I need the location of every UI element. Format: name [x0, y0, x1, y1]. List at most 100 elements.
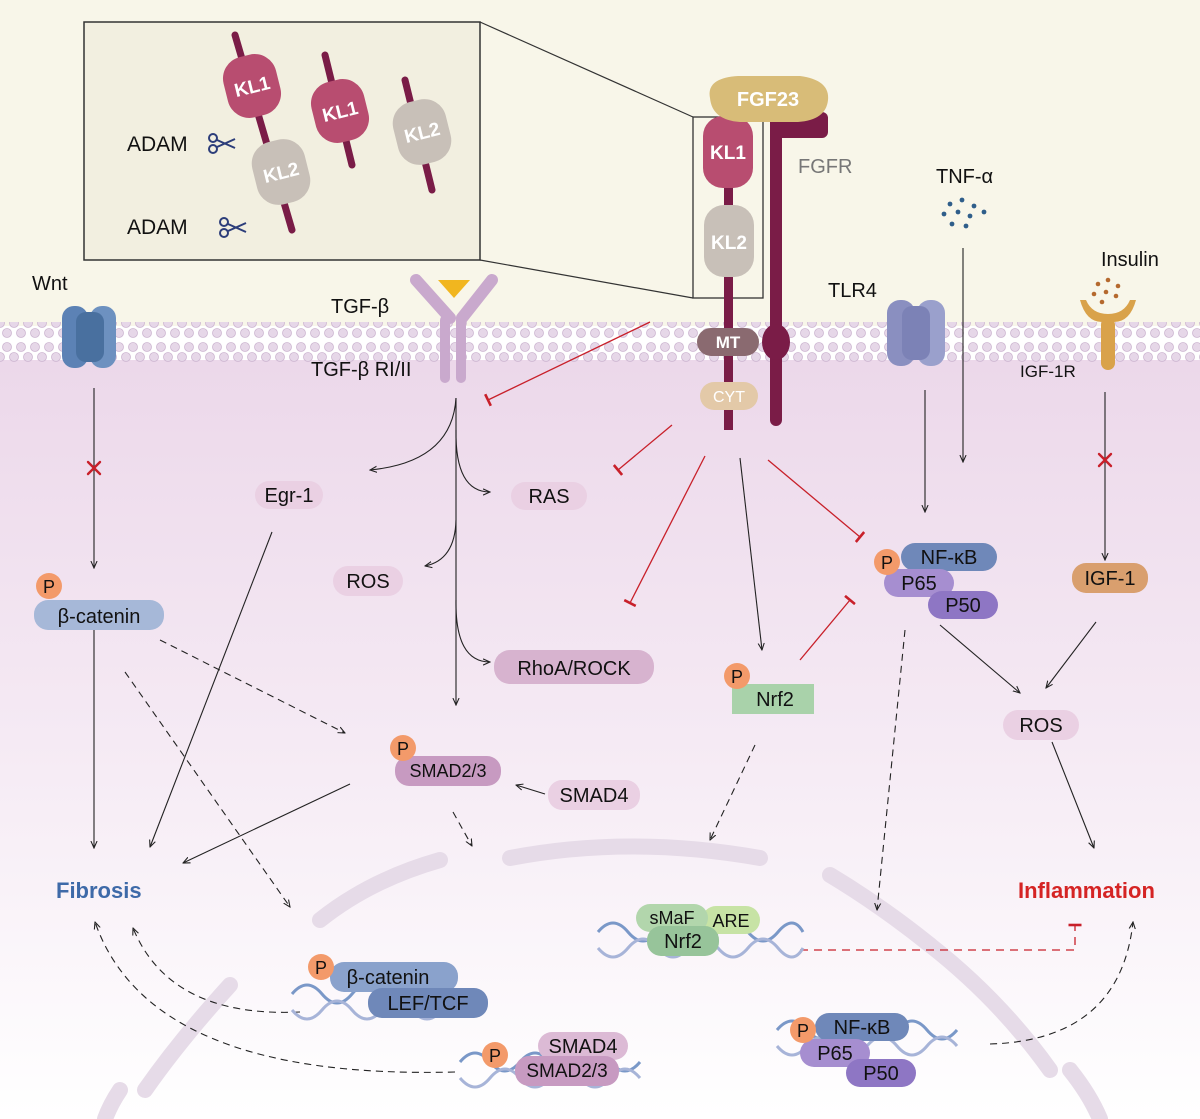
nfkb-nuclear-node — [815, 1013, 909, 1041]
beta-catenin-nuclear-label: β-catenin — [347, 967, 430, 989]
tgfb-receptor: TGF-β TGF-β RI/II — [311, 274, 498, 383]
p65-nuclear-node — [800, 1039, 870, 1067]
nrf2-nuclear-label: Nrf2 — [664, 931, 702, 953]
are-label: ARE — [712, 911, 749, 931]
igf1r-receptor: Insulin IGF-1R — [1020, 249, 1159, 381]
beta-catenin-label: β-catenin — [58, 606, 141, 628]
phospho-badge — [724, 663, 750, 689]
p65-nuclear-label: P65 — [817, 1043, 853, 1065]
rhoa-rock-node — [494, 650, 654, 684]
lef-tcf-node — [368, 988, 488, 1018]
egr1-node — [255, 481, 323, 509]
ros-label-right: ROS — [1019, 715, 1062, 737]
phospho-badge — [308, 954, 334, 980]
cyt-label: CYT — [713, 389, 745, 406]
inset-kl1-domain-a — [222, 54, 282, 118]
adam-label-top: ADAM — [127, 133, 188, 156]
smad23-node — [395, 756, 501, 786]
adam-label-bottom: ADAM — [127, 216, 188, 239]
cyt-domain — [700, 382, 758, 410]
indirect-arrows — [95, 629, 1133, 1073]
wnt-receptor: Wnt — [32, 273, 116, 368]
ros-node-right — [1003, 710, 1079, 740]
tnfa-dots-icon — [941, 197, 987, 229]
fgfr-label: FGFR — [798, 156, 852, 178]
phospho-badge — [390, 735, 416, 761]
egr1-label: Egr-1 — [265, 485, 314, 507]
igf1r-label: IGF-1R — [1020, 362, 1076, 381]
kl2-label: KL2 — [711, 233, 747, 254]
wnt-label: Wnt — [32, 273, 68, 295]
inhibition-arrows — [484, 321, 1082, 951]
nucleus-complexes: ARE sMaF Nrf2 β-catenin P LEF/TCF SMAD4 … — [308, 904, 916, 1087]
ras-label: RAS — [528, 486, 569, 508]
nrf2-label: Nrf2 — [756, 689, 794, 711]
insulin-dots-icon — [1091, 277, 1121, 305]
smad4-nuclear-label: SMAD4 — [549, 1036, 618, 1058]
beta-catenin-nuclear-node — [330, 962, 458, 992]
rhoa-rock-label: RhoA/ROCK — [517, 658, 631, 680]
phospho-label: P — [43, 577, 55, 597]
igf1-label: IGF-1 — [1084, 568, 1135, 590]
tlr4-receptor: TLR4 — [828, 280, 945, 366]
inset-kl1-domain-b — [310, 79, 370, 143]
phospho-label: P — [881, 553, 893, 573]
insulin-label: Insulin — [1101, 249, 1159, 271]
scissors-icon — [219, 217, 247, 238]
ros-label-left: ROS — [346, 571, 389, 593]
nrf2-nuclear-node — [647, 926, 719, 956]
klotho-shedding-inset: KL1 KL2 KL1 KL2 ADAM ADAM — [83, 21, 694, 299]
smad4-label: SMAD4 — [560, 785, 629, 807]
tlr4-label: TLR4 — [828, 280, 877, 302]
cytoplasm-nodes: Egr-1 RAS ROS RhoA/ROCK β-catenin P SMAD… — [34, 481, 1148, 810]
klotho-fgfr-complex: FGFR KL1 KL2 FGF23 MT CYT — [692, 76, 852, 430]
phospho-badge — [790, 1017, 816, 1043]
inset-kl2-domain-a — [251, 139, 311, 205]
phospho-badge — [482, 1042, 508, 1068]
nuclear-envelope — [97, 838, 1108, 1119]
inflammation-label: Inflammation — [1018, 878, 1155, 903]
phospho-badge — [36, 573, 62, 599]
p50-label: P50 — [945, 595, 981, 617]
cell-membrane — [0, 322, 1200, 362]
beta-catenin-node — [34, 600, 164, 630]
p65-node — [884, 569, 954, 597]
igf1-node — [1072, 563, 1148, 593]
fgf23-label: FGF23 — [737, 89, 799, 111]
smad23-nuclear-label: SMAD2/3 — [526, 1061, 607, 1082]
nrf2-node — [732, 684, 814, 714]
tgfb-receptor-label: TGF-β RI/II — [311, 359, 411, 381]
cytoplasm — [0, 360, 1200, 1119]
phospho-label: P — [731, 667, 743, 687]
lef-tcf-label: LEF/TCF — [387, 993, 468, 1015]
are-node — [702, 906, 760, 934]
ros-node-left — [333, 566, 403, 596]
smad23-label: SMAD2/3 — [409, 761, 486, 781]
tgfb-label: TGF-β — [331, 296, 389, 318]
phospho-label: P — [315, 958, 327, 978]
p65-label: P65 — [901, 573, 937, 595]
fgfr-receptor — [770, 118, 782, 426]
kl2-domain — [704, 205, 754, 277]
smad23-nuclear-node — [515, 1056, 619, 1086]
ras-node — [511, 482, 587, 510]
phospho-label: P — [797, 1021, 809, 1041]
phospho-label: P — [489, 1046, 501, 1066]
activation-arrows — [94, 248, 1105, 863]
nfkb-node — [901, 543, 997, 571]
kl1-label: KL1 — [710, 143, 746, 164]
mt-domain — [697, 328, 759, 356]
fibrosis-label: Fibrosis — [56, 878, 142, 903]
smaf-label: sMaF — [650, 908, 695, 928]
nfkb-nuclear-label: NF-κB — [834, 1017, 891, 1039]
phospho-label: P — [397, 739, 409, 759]
smad4-node — [548, 780, 640, 810]
blocked-signal-icons — [86, 452, 1113, 476]
smaf-node — [636, 904, 708, 932]
tnfa-ligand: TNF-α — [936, 166, 993, 229]
tnfa-label: TNF-α — [936, 166, 993, 188]
p50-node — [928, 591, 998, 619]
tgfb-ligand — [438, 280, 470, 298]
